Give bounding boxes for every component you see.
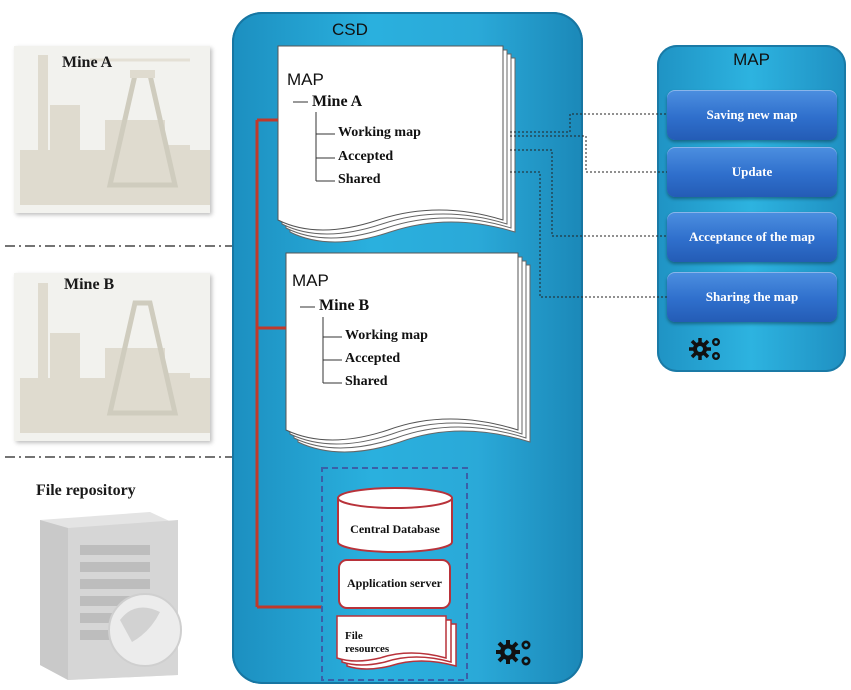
saving-new-map-button[interactable]: Saving new map	[667, 90, 837, 140]
map-b-document	[285, 252, 531, 453]
red-connector	[255, 118, 322, 609]
mine-a-label: Mine A	[62, 54, 113, 71]
db-group-frame	[321, 467, 468, 681]
sharing-button[interactable]: Sharing the map	[667, 272, 837, 322]
map-a-item-accepted: Accepted	[338, 149, 394, 164]
central-database-icon	[337, 487, 453, 553]
map-a-document	[277, 45, 516, 243]
file-resources-icon	[336, 615, 457, 670]
application-server-label: Application server	[347, 576, 442, 590]
acceptance-button[interactable]: Acceptance of the map	[667, 212, 837, 262]
file-repository-label: File repository	[36, 482, 136, 499]
map-b-title: MAP	[292, 271, 329, 290]
file-resources-label: File resources	[345, 630, 390, 655]
map-a-title: MAP	[287, 70, 324, 89]
csd-title: CSD	[332, 20, 368, 39]
map-actions-title: MAP	[733, 50, 770, 69]
map-b-item-shared: Shared	[345, 374, 388, 389]
map-a-item-working: Working map	[338, 125, 421, 140]
map-b-mine: Mine B	[319, 297, 370, 314]
update-button[interactable]: Update	[667, 147, 837, 197]
gears-icon	[496, 640, 531, 666]
map-b-item-accepted: Accepted	[345, 351, 401, 366]
map-b-item-working: Working map	[345, 328, 428, 343]
mine-b-label: Mine B	[64, 276, 115, 293]
map-a-mine: Mine A	[312, 93, 363, 110]
central-database-label: Central Database	[350, 522, 440, 536]
application-server-box	[338, 559, 451, 609]
map-a-item-shared: Shared	[338, 172, 381, 187]
